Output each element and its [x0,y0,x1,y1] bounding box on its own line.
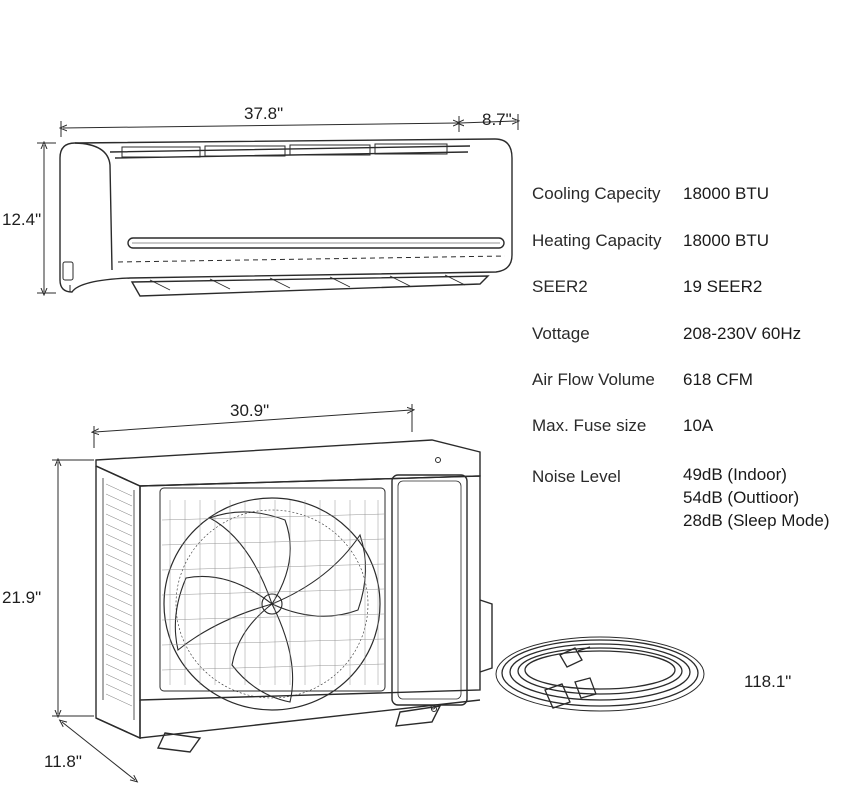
spec-label-airflow: Air Flow Volume [532,370,655,389]
indoor-unit [59,138,513,297]
outdoor-depth-label: 11.8" [44,752,82,771]
noise-outdoor: 54dB (Outtioor) [683,488,800,507]
noise-indoor: 49dB (Indoor) [683,465,787,484]
spec-value-voltage: 208-230V 60Hz [683,324,802,343]
spec-value-fuse: 10A [683,416,714,435]
spec-label-noise: Noise Level [532,467,621,486]
outdoor-unit [95,439,493,753]
indoor-width-label: 37.8" [244,104,284,123]
indoor-depth-label: 8.7" [482,110,512,129]
spec-value-seer2: 19 SEER2 [683,277,763,296]
outdoor-height-label: 21.9" [2,588,42,607]
spec-label-cooling: Cooling Capecity [532,184,661,203]
outdoor-width-label: 30.9" [230,401,270,420]
spec-label-seer2: SEER2 [532,277,588,296]
spec-label-heating: Heating Capacity [532,231,662,250]
outdoor-dimension-lines [52,404,412,780]
spec-value-cooling: 18000 BTU [683,184,769,203]
spec-value-airflow: 618 CFM [683,370,753,389]
indoor-dimension-lines [37,114,518,293]
spec-label-voltage: Vottage [532,324,590,343]
pipe-coil [495,636,705,712]
spec-value-noise: 49dB (Indoor) 54dB (Outtioor) 28dB (Slee… [683,463,829,532]
spec-value-heating: 18000 BTU [683,231,769,250]
spec-label-fuse: Max. Fuse size [532,416,647,435]
noise-sleep: 28dB (Sleep Mode) [683,511,830,530]
indoor-height-label: 12.4" [2,210,42,229]
pipe-length-label: 118.1" [744,672,792,691]
